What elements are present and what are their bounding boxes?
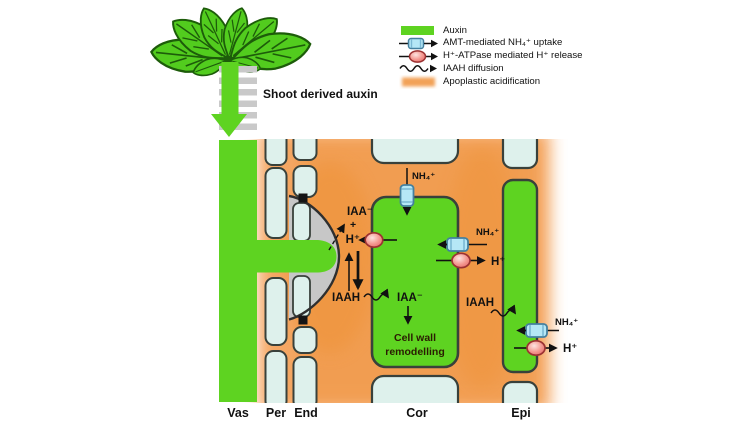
- cortex-cell-top: [370, 139, 460, 165]
- pericycle-column: [264, 139, 288, 403]
- auxin-dome: [257, 240, 337, 273]
- legend-label: AMT-mediated NH₄⁺ uptake: [443, 37, 563, 49]
- pericycle-cell: [264, 167, 288, 239]
- legend-row-auxin: Auxin: [399, 24, 583, 37]
- h-atpase-icon: [399, 49, 443, 63]
- endodermis-bulge: [288, 194, 341, 321]
- epidermis-cell-top: [501, 139, 539, 170]
- casparian-strip-dot: [298, 193, 308, 203]
- legend-label: H⁺-ATPase mediated H⁺ release: [443, 50, 583, 62]
- tissue-labels: Vas Per End Cor Epi: [227, 406, 531, 420]
- leaf: [192, 57, 229, 77]
- auxin-swatch: [399, 24, 443, 37]
- iaah-label: IAAH: [332, 292, 360, 304]
- h-atpase-icon: [514, 339, 558, 357]
- amt-transporter-icon: [399, 168, 415, 216]
- cell-wall-remodelling-label: Cell wall: [394, 332, 436, 344]
- amt-uptake-icon: [399, 37, 443, 50]
- plus-label: +: [350, 219, 356, 231]
- endodermis-cell: [292, 139, 318, 161]
- wavy-diffusion-arrow: [363, 288, 389, 301]
- h-atpase-icon: [358, 231, 397, 249]
- casparian-strip-dot: [298, 315, 308, 325]
- cortex-cell-bottom: [370, 374, 460, 403]
- shoot-derived-auxin-label: Shoot derived auxin: [263, 87, 378, 101]
- acidification-swatch: [399, 75, 443, 89]
- tissue-label-end: End: [294, 406, 318, 420]
- amt-transporter-icon: [437, 237, 487, 252]
- nh4-label: NH₄⁺: [476, 227, 499, 238]
- endodermis-column: [292, 139, 318, 403]
- shoot-auxin-arrow: [211, 62, 247, 137]
- dashed-arrow: [328, 223, 345, 251]
- iaah-label: IAAH: [466, 297, 494, 309]
- vasculature-bar: [219, 140, 337, 402]
- tissue-label-cor: Cor: [406, 406, 428, 420]
- nh4-label: NH₄⁺: [412, 171, 435, 182]
- legend-row-acidification: Apoplastic acidification: [399, 75, 583, 88]
- iaa-label: IAA⁻: [397, 292, 423, 304]
- tissue-label-epi: Epi: [511, 406, 530, 420]
- iaah-diffusion-icon: [399, 62, 443, 75]
- legend-label: Auxin: [443, 24, 467, 36]
- epidermis-cell-bottom: [501, 380, 539, 403]
- legend: Auxin AMT-mediated NH₄⁺ uptake: [399, 24, 583, 88]
- cell-wall-remodelling-label: remodelling: [385, 346, 445, 358]
- pericycle-cell: [264, 277, 288, 346]
- h-atpase-icon: [436, 252, 486, 269]
- h-plus-label: H⁺: [346, 234, 360, 246]
- endodermis-cell: [292, 356, 318, 403]
- pericycle-cell: [264, 350, 288, 403]
- iaa-label: IAA⁻: [347, 206, 373, 218]
- tissue-label-vas: Vas: [227, 406, 249, 420]
- legend-row-amt: AMT-mediated NH₄⁺ uptake: [399, 37, 583, 50]
- wavy-diffusion-arrow: [490, 304, 516, 317]
- tissue-label-per: Per: [266, 406, 286, 420]
- endodermis-cell: [292, 165, 318, 198]
- pericycle-cell: [264, 139, 288, 166]
- endodermis-cell: [292, 326, 318, 354]
- legend-label: IAAH diffusion: [443, 62, 504, 74]
- h-plus-label: H⁺: [491, 256, 505, 268]
- legend-label: Apoplastic acidification: [443, 75, 541, 87]
- legend-row-iaah: IAAH diffusion: [399, 62, 583, 75]
- amt-transporter-icon: [516, 323, 559, 338]
- h-plus-label: H⁺: [563, 343, 577, 355]
- plant-rosette: [150, 7, 312, 77]
- legend-row-atpase: H⁺-ATPase mediated H⁺ release: [399, 49, 583, 63]
- nh4-label: NH₄⁺: [555, 317, 578, 328]
- end-region-annotations: IAA⁻ + H⁺ IAAH IAA⁻ Cell wall remodellin…: [328, 206, 445, 358]
